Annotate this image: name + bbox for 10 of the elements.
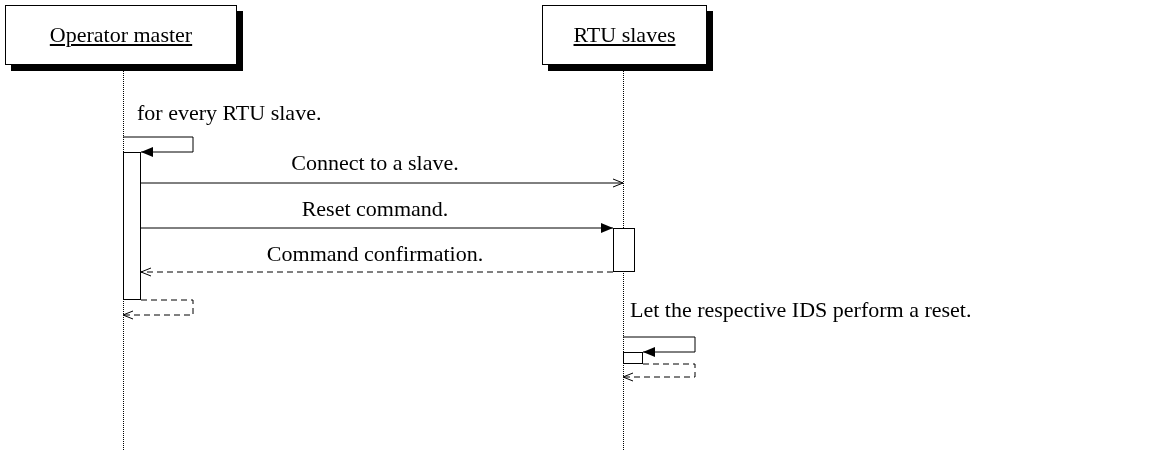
arrow <box>140 178 624 188</box>
arrow <box>622 336 696 357</box>
activation-bar <box>623 352 643 364</box>
arrow <box>140 267 614 277</box>
arrow <box>622 363 696 382</box>
arrow <box>122 136 194 157</box>
arrow <box>140 223 614 233</box>
arrow <box>122 299 194 320</box>
activation-bar <box>123 152 141 300</box>
activation-bar <box>613 228 635 272</box>
